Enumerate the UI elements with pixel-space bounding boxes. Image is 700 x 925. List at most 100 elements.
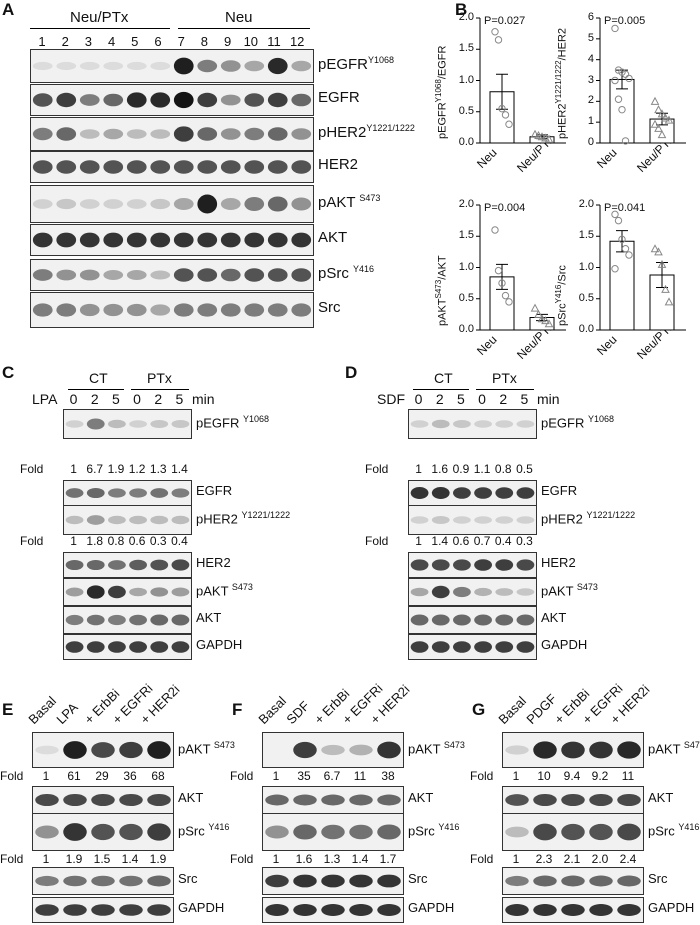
blot-f-3-bands [265, 874, 401, 888]
blot-e-1-band [119, 793, 143, 807]
blot-a-1-band [126, 92, 147, 108]
blot-c-4-bands [65, 585, 190, 599]
blot-a-5-band [220, 232, 241, 248]
blot-label-e-0-sup: S473 [213, 740, 235, 750]
blot-g-1-band [533, 793, 557, 807]
blot-c-3-band [150, 559, 169, 571]
blot-f-2-bands [265, 824, 401, 840]
blot-a-6-band [197, 268, 218, 282]
fold-value: 2.3 [535, 852, 553, 866]
blot-g-2-bands [505, 823, 641, 841]
y-tick-label: 4 [587, 52, 594, 65]
data-point [530, 303, 540, 312]
blot-f-0-band [293, 741, 317, 759]
x-label: Neu [594, 332, 620, 358]
blot-d-5-band [431, 614, 450, 626]
blot-e-4-band [35, 904, 59, 916]
data-point [657, 130, 667, 139]
blot-g-4-band [617, 904, 641, 916]
blot-a-5-band [150, 232, 171, 248]
blot-label-c-0: pEGFR Y1068 [196, 414, 269, 430]
blot-a-5 [30, 224, 314, 256]
fold-value: 6.7 [86, 462, 104, 476]
blot-e-0-band [91, 742, 115, 758]
blot-c-2-band [65, 515, 84, 525]
fold-value: 0.3 [516, 534, 533, 548]
y-tick-label: 3 [587, 73, 594, 86]
lane-label: Basal [25, 693, 60, 727]
blot-d-5 [408, 606, 537, 634]
blot-a-2-band [267, 127, 288, 141]
blot-e-1-band [63, 793, 87, 807]
blot-e-1 [32, 786, 174, 814]
blot-a-7-bands [32, 303, 312, 317]
blot-label-d-4: pAKT S473 [541, 582, 598, 598]
blot-a-2-band [173, 126, 194, 142]
fold-label: Fold [470, 852, 494, 866]
blot-a-2-band [56, 127, 77, 141]
blot-c-6-band [150, 641, 169, 653]
blot-a-2-band [79, 129, 100, 139]
blot-label-d-1: EGFR [541, 483, 577, 498]
y-label-main: pAKT [436, 298, 449, 326]
blot-a-6-band [56, 269, 77, 281]
data-point [654, 247, 663, 256]
blot-a-1-band [244, 93, 265, 107]
bar [609, 240, 635, 331]
blot-label-d-2: pHER2 Y1221/1222 [541, 510, 635, 526]
blot-f-3-band [293, 874, 317, 888]
blot-g-1-band [617, 793, 641, 807]
blot-c-2-band [86, 515, 105, 525]
blot-g-0-band [505, 745, 529, 755]
blot-d-0-band [453, 420, 471, 428]
blot-a-1-band [79, 94, 100, 106]
blot-a-6-band [150, 270, 171, 280]
blot-a-1-bands [32, 91, 312, 109]
blot-label-d-0-sup: Y1068 [587, 414, 614, 424]
blot-label-a-5-text: AKT [318, 229, 348, 246]
blot-label-f-0-sup: S473 [443, 740, 465, 750]
fold-value: 1 [70, 462, 77, 476]
blot-e-3-band [35, 875, 59, 887]
y-axis-label: pAKTS473/AKT [434, 255, 449, 326]
fold-value: 1.2 [128, 462, 146, 476]
blot-label-g-2: pSrc Y416 [648, 822, 699, 838]
blot-f-3-band [321, 874, 345, 888]
panel-letter-f: F [232, 700, 243, 719]
blot-f-3 [262, 867, 404, 895]
blot-f-1-band [349, 794, 373, 806]
blot-e-4-bands [35, 904, 171, 916]
fold-value: 1.4 [431, 534, 449, 548]
blot-a-6-band [267, 268, 288, 282]
blot-a-3-band [291, 160, 312, 174]
x-label: Neu [474, 332, 500, 358]
blot-label-e-1-text: AKT [178, 790, 204, 805]
blot-a-5-band [79, 232, 100, 248]
blot-c-6-band [65, 641, 84, 653]
y-tick-label: 1.5 [578, 229, 594, 242]
fold-value: 1.7 [379, 852, 397, 866]
blot-d-2 [408, 505, 537, 535]
blot-label-d-0: pEGFR Y1068 [541, 414, 614, 430]
blot-label-a-0-text: pEGFR [318, 56, 369, 73]
blot-e-2-band [63, 823, 87, 841]
blot-label-c-3: HER2 [196, 555, 231, 570]
group-line-neu [178, 28, 310, 29]
blot-a-1 [30, 84, 314, 116]
blot-d-2-bands [410, 516, 535, 524]
blot-label-a-4: pAKT S473 [318, 193, 380, 211]
blot-a-4-band [126, 199, 147, 209]
y-tick-label: 1.0 [578, 260, 594, 273]
blot-c-3-band [65, 559, 84, 571]
blot-a-4-band [291, 197, 312, 211]
blot-label-c-2: pHER2 Y1221/1222 [196, 510, 290, 526]
blot-c-5-bands [65, 614, 190, 626]
blot-a-6-band [291, 268, 312, 282]
blot-a-2-band [291, 128, 312, 140]
data-point [537, 132, 547, 141]
blot-d-2-band [516, 516, 535, 524]
blot-d-0 [408, 409, 537, 439]
blot-g-0-band [533, 741, 557, 759]
y-tick-label: 1 [587, 115, 594, 128]
blot-f-1 [262, 786, 404, 814]
